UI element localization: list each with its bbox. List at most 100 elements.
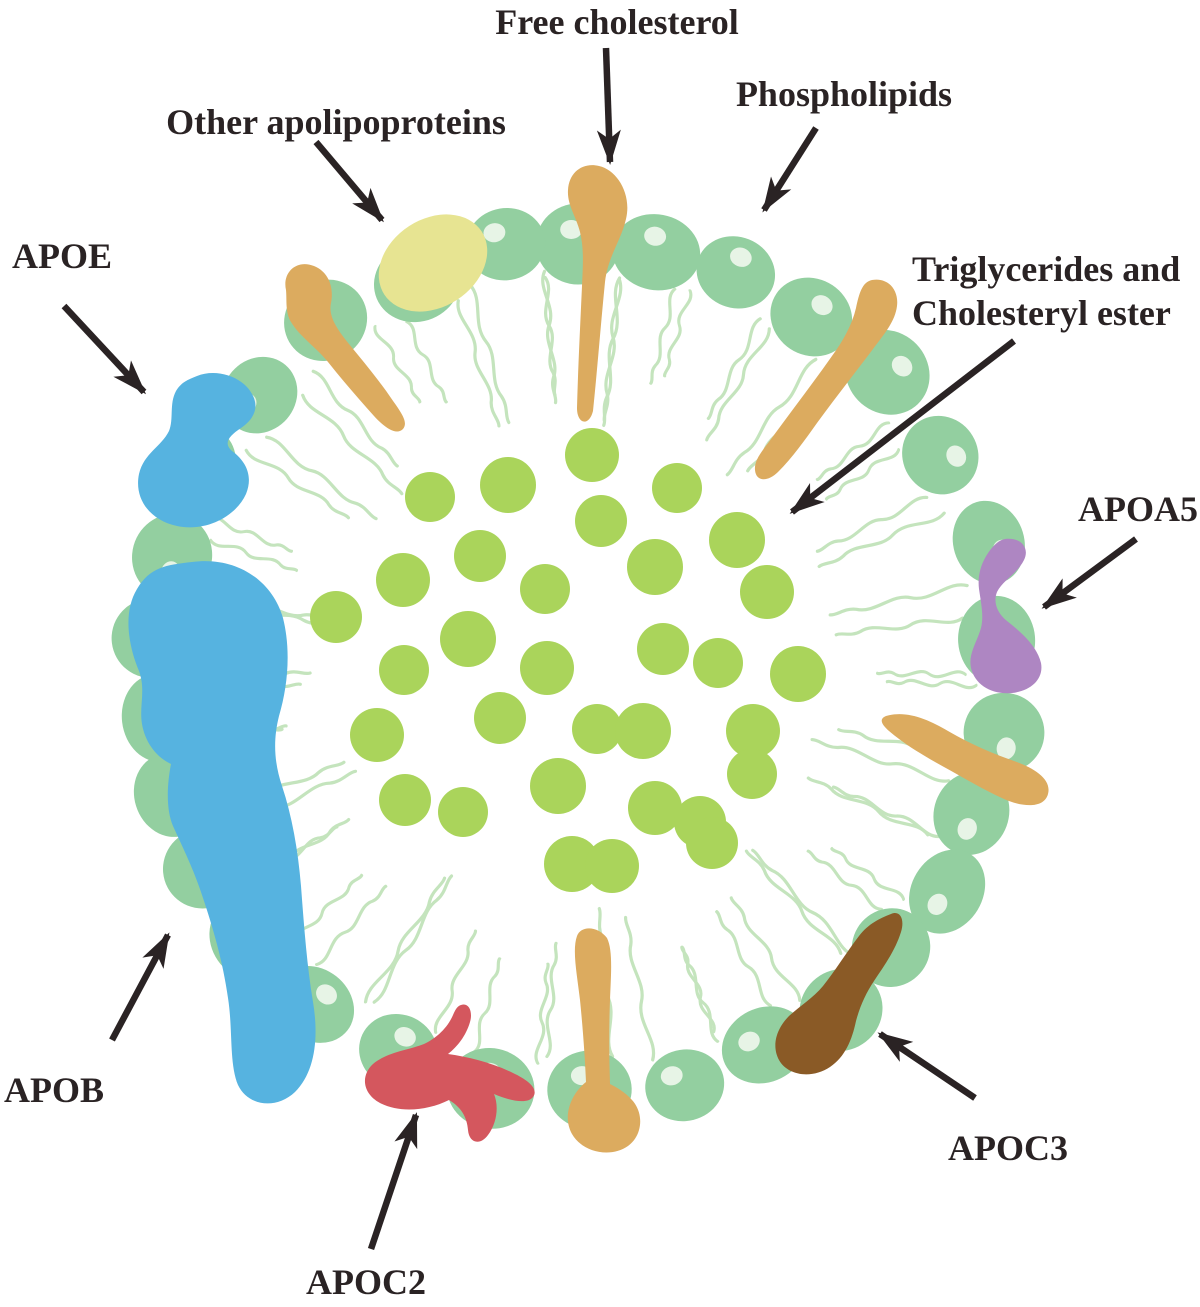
head-highlight — [644, 226, 667, 246]
core-lipid-droplet — [770, 646, 826, 702]
core-lipid-droplet — [726, 704, 780, 758]
apolipoproteins — [128, 214, 1042, 1142]
head-highlight — [560, 220, 583, 239]
label-triglycerides-line2: Cholesteryl ester — [912, 293, 1171, 333]
core-lipid-droplet — [379, 774, 431, 826]
core-lipid-droplet — [520, 564, 570, 614]
core-lipid-droplet — [628, 781, 682, 835]
core-lipid-droplet — [686, 817, 738, 869]
head-highlight — [738, 1031, 760, 1052]
label-triglycerides-cholesteryl-ester: Triglycerides and Cholesteryl ester — [912, 247, 1180, 335]
phospholipid-tail — [624, 915, 656, 1062]
phospholipid-tail — [372, 874, 454, 1004]
phospholipid-tail — [729, 896, 802, 1002]
phospholipids-arrow — [761, 126, 819, 213]
apoc3-arrow — [877, 1031, 977, 1101]
phospholipid-tail — [680, 945, 720, 1043]
core-lipid-droplet — [693, 638, 743, 688]
phospholipid-tail — [828, 583, 969, 617]
phospholipid-tail — [706, 317, 762, 420]
apoc2-arrow — [367, 1112, 420, 1251]
apob-arrow — [109, 932, 171, 1042]
core-lipid-droplet — [627, 539, 683, 595]
phospholipid-tail — [363, 876, 447, 1004]
core-lipid-droplet — [310, 591, 362, 643]
phospholipid-tail — [602, 277, 623, 423]
phospholipid-tail — [831, 785, 942, 838]
phospholipid-tail — [315, 884, 388, 967]
phospholipid-tail — [725, 357, 818, 477]
head-highlight — [811, 295, 833, 316]
head-highlight — [730, 247, 752, 267]
phospholipid-tail — [311, 369, 399, 468]
apoc3-protein — [775, 913, 903, 1075]
triglycerides-arrow — [789, 338, 1016, 515]
apoa5-arrow — [1041, 536, 1138, 610]
head-highlight — [316, 984, 337, 1005]
core-lipid-droplet — [440, 611, 496, 667]
head-highlight — [957, 818, 977, 840]
phospholipid-tail — [810, 738, 951, 783]
label-apoe: APOE — [11, 236, 113, 276]
phospholipid-tail — [534, 962, 550, 1065]
head-highlight — [483, 223, 506, 243]
core-lipid-droplet — [709, 512, 765, 568]
phospholipid-tail — [824, 448, 901, 501]
phospholipid-head — [696, 236, 776, 309]
apoc2-protein — [364, 1004, 535, 1142]
core-lipid-droplet — [350, 708, 404, 762]
label-apoc2: APOC2 — [306, 1262, 426, 1302]
head-highlight — [927, 893, 948, 915]
free-cholesterol-molecule — [567, 928, 641, 1153]
phospholipid-head — [612, 214, 701, 291]
core-lipid-droplet — [405, 472, 455, 522]
label-apob: APOB — [3, 1070, 105, 1110]
free-cholesterol-molecules — [285, 165, 1049, 1153]
phospholipid-tail — [806, 776, 930, 837]
core-lipid-droplet — [575, 495, 627, 547]
phospholipid-tail — [209, 538, 299, 573]
label-apoa5: APOA5 — [1078, 489, 1198, 529]
phospholipid-tail — [663, 289, 693, 378]
head-highlight — [891, 355, 913, 377]
label-free-cholesterol: Free cholesterol — [495, 2, 739, 42]
phospholipid-tail — [472, 957, 502, 1053]
phospholipid-tail — [265, 435, 378, 521]
head-highlight — [996, 737, 1016, 760]
core-lipid-droplet — [454, 530, 506, 582]
phospholipid-tail — [468, 283, 511, 425]
phospholipid-tail — [876, 670, 967, 679]
phospholipid-head — [902, 415, 979, 495]
phospholipid-tail — [545, 941, 558, 1059]
core-lipid-droplet — [474, 692, 526, 744]
annotation-arrows — [61, 47, 1138, 1251]
other-apolipoprotein-blob — [378, 214, 488, 312]
head-highlight — [394, 1027, 416, 1047]
phospholipid-tail — [433, 929, 478, 1034]
core-lipid-droplet — [438, 787, 488, 837]
phospholipid-head — [933, 771, 1010, 855]
phospholipid-tail — [744, 849, 843, 955]
phospholipid-head — [909, 849, 986, 934]
apoe-protein — [138, 373, 256, 528]
core-lipid-droplet — [652, 463, 702, 513]
phospholipid-head — [645, 1049, 725, 1122]
free-cholesterol-molecule — [881, 714, 1049, 806]
phospholipid-tail — [885, 678, 978, 690]
phospholipid-tail — [209, 515, 294, 553]
free-cholesterol-molecule — [567, 165, 628, 422]
phospholipid-tails — [180, 269, 978, 1065]
phospholipid-tail — [301, 393, 404, 496]
core-lipid-droplet — [379, 645, 429, 695]
phospholipid-tail — [456, 299, 501, 428]
free-cholesterol-arrow — [596, 47, 621, 165]
core-lipid-droplet — [565, 428, 619, 482]
phospholipid-tail — [815, 421, 891, 482]
phospholipid-head — [770, 277, 853, 357]
core-lipid-droplet — [480, 457, 536, 513]
apoe-arrow — [61, 303, 147, 395]
core-lipid-droplet — [572, 704, 622, 754]
apob-protein — [128, 561, 316, 1104]
